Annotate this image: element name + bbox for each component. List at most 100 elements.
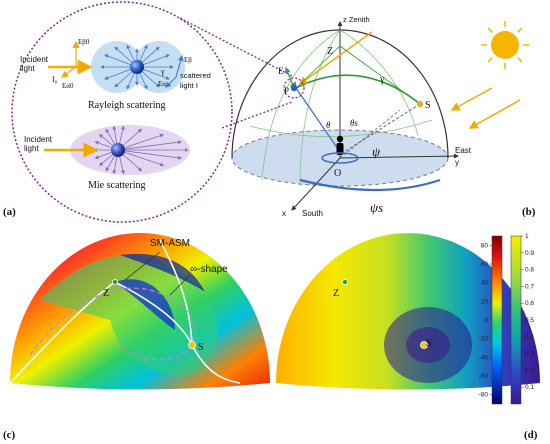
o-label: O [334,168,341,179]
z-point-label: Z [327,46,333,57]
psi-s-label: ψs [370,200,383,215]
sun-ray [517,57,523,63]
south-label: South [302,209,323,218]
psi-label: ψ [372,144,381,159]
psi-s-arc [299,178,441,192]
colorbar-tick-label: 0.4 [525,334,534,341]
ea0-label: Eα0 [62,82,74,90]
gamma-a-label: γ [160,67,165,76]
colorbar-tick-label: -60 [479,373,489,380]
inf-shape-label: ∞-shape [190,264,228,275]
p-label: P [284,86,289,96]
scattered-label-2: light I [180,81,198,90]
zenith-label: z Zenith [343,15,370,24]
meridian-2 [299,29,341,187]
i0-label: I₀ [52,75,58,84]
gamma-b-label: γ [379,74,385,85]
e-vector [284,66,295,89]
sun-ray [487,57,493,63]
colorbar-tick-label: 80 [481,242,489,249]
incident-bottom-label-2: light [24,144,39,153]
dop-colorbar: 10.90.80.70.60.50.40.30.20.1 [510,233,534,405]
sun-ray [517,27,523,33]
colorbar-tick-label: -80 [479,392,489,399]
observer-icon [336,135,344,155]
sun-ray [487,27,493,33]
psi-ring [321,152,359,164]
colorbar-tick-label: -20 [479,336,489,343]
zp-line [295,45,341,89]
x-axis-back [339,109,401,159]
d-s-label: S [426,338,432,349]
colorbar-tick-label: 0.3 [525,351,534,358]
d-z-point [342,279,348,285]
sm-asm-label: SM-ASM [150,238,190,249]
rayleigh-particle [130,60,144,74]
dop-colorbar-gradient [510,235,522,405]
colorbar-tick-label: 60 [481,261,489,268]
d-z-label: Z [333,288,339,299]
mie-ray [117,149,165,167]
d-s-point [420,341,428,349]
scattered-label-1: scattered [180,71,211,80]
c-z-point [112,279,118,285]
panel-b: z Zenith Z E P S γ θ θs ψ ψs O East y x … [231,15,536,218]
y-label: y [455,158,459,167]
aop-colorbar-gradient [491,235,503,405]
panel-c: SM-ASM ∞-shape Z S (c) [3,233,270,441]
inset-circle [11,1,233,223]
e-label: E [278,66,284,76]
eb-arrow [175,54,184,78]
east-label: East [455,146,472,155]
colorbar-tick-label: 0.6 [525,300,534,307]
incident-bottom-label-1: Incident [24,135,53,144]
connector-top [179,17,293,77]
colorbar-tick-label: 1 [525,233,529,240]
sun-icon [491,31,519,59]
point-s [417,101,423,107]
panel-b-label: (b) [522,206,536,218]
ea0-arrow [61,66,77,78]
sun-rays [481,21,529,69]
s-label: S [425,100,431,111]
sm-asm-pointer [124,251,161,281]
ea-label: Eα [158,80,166,88]
dop-colorbar-ticks: 10.90.80.70.60.50.40.30.20.1 [521,233,534,391]
sunlight-arrow-1 [450,87,493,111]
y-axis [339,153,459,159]
colorbar-tick-label: 0 [484,317,488,324]
rayleigh-label: Rayleigh scattering [88,100,165,111]
eb-label: Eβ [184,56,192,64]
panel-c-label: (c) [3,429,16,441]
connector-bottom [221,101,293,129]
panel-a-label: (a) [3,206,16,218]
aop-dome-c [10,233,270,390]
panel-d-label: (d) [524,429,538,441]
gamma-arc [295,74,421,105]
colorbar-tick-label: 0.2 [525,367,534,374]
mie-ray [117,133,165,151]
eb0-label: Eβ0 [78,38,90,46]
incident-top-label-2: light [20,64,35,73]
colorbar-tick-label: -40 [479,354,489,361]
colorbar-tick-label: 20 [481,298,489,305]
mie-ray [117,140,182,151]
c-s-point [188,341,196,349]
colorbar-tick-label: 0.7 [525,283,534,290]
c-z-label: Z [103,288,109,299]
mie-ray [117,149,182,160]
mie-label: Mie scattering [88,180,145,191]
colorbar-tick-label: 0.8 [525,267,534,274]
x-label: x [282,209,286,218]
panel-a: Incident light I₀ Eβ0 Eα0 Eβ Eα γ scatte… [3,1,293,223]
mie-particle [111,143,125,157]
colorbar-tick-label: 0.1 [525,384,534,391]
sunlight-arrow-2 [468,99,521,129]
c-s-label: S [198,342,204,353]
theta-s-label: θs [350,118,358,128]
colorbar-tick-label: 40 [481,280,489,287]
colorbar-tick-label: 0.5 [525,317,534,324]
op-line [289,81,341,153]
aop-colorbar-ticks: 80 60 40 20 0 -20 -40 -60 -80 [479,242,492,399]
